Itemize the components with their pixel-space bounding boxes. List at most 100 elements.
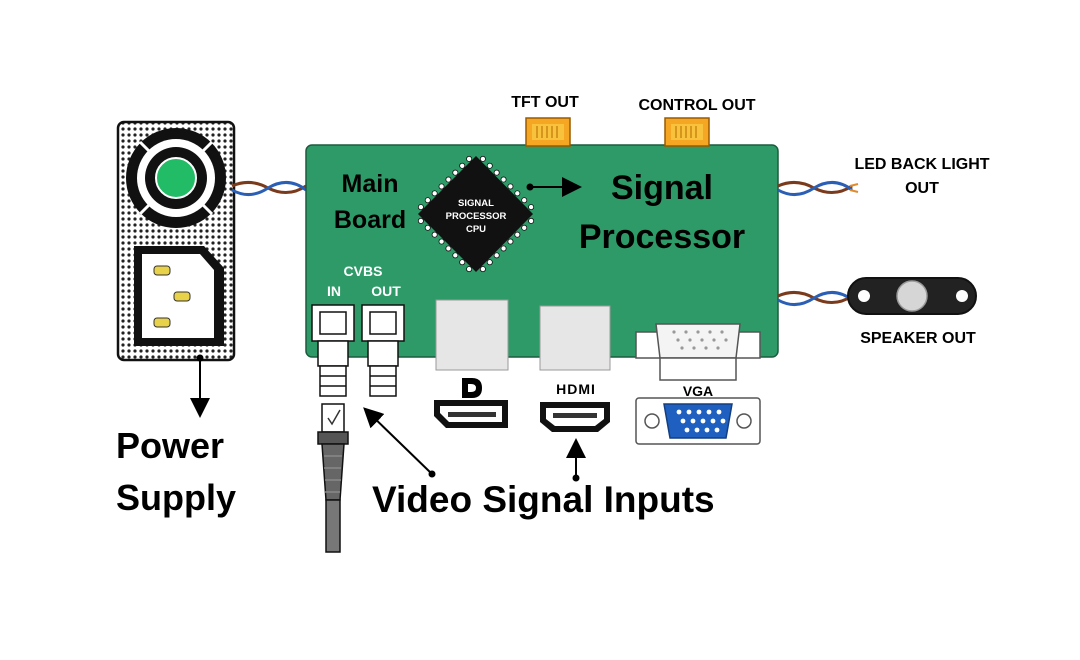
vga-pin bbox=[700, 418, 706, 424]
cpu-pin bbox=[445, 176, 452, 183]
vga-hole bbox=[720, 330, 724, 334]
cpu-pin bbox=[514, 231, 521, 238]
vga-hole bbox=[676, 338, 680, 342]
cpu-pin bbox=[438, 238, 445, 245]
signal-processor-label-line2: Processor bbox=[579, 218, 745, 256]
vga-pin bbox=[714, 427, 720, 433]
cpu-pin bbox=[466, 266, 473, 273]
vga-hole bbox=[680, 346, 684, 350]
vga-hole bbox=[688, 338, 692, 342]
control-out-label: CONTROL OUT bbox=[638, 97, 755, 114]
hdmi-logo-label: HDMI bbox=[556, 381, 596, 397]
vga-hole bbox=[724, 338, 728, 342]
vga-hole bbox=[692, 346, 696, 350]
led-backlight-label-line2: OUT bbox=[905, 180, 939, 197]
vga-pin bbox=[684, 427, 690, 433]
tft-out-connector bbox=[525, 117, 571, 147]
hdmi-port-icon bbox=[540, 402, 610, 432]
cpu-pin bbox=[445, 245, 452, 252]
hdmi-pointer-arrow bbox=[566, 438, 586, 482]
cpu-pin bbox=[417, 204, 424, 211]
power-supply-label-line1: Power bbox=[116, 425, 224, 466]
cpu-pin bbox=[528, 204, 535, 211]
vga-pin bbox=[690, 418, 696, 424]
cvbs-out-connector bbox=[361, 304, 405, 397]
cpu-pin bbox=[459, 162, 466, 169]
vga-hole bbox=[696, 330, 700, 334]
main-board-label-line1: Main bbox=[342, 170, 399, 198]
led-backlight-label-line1: LED BACK LIGHT bbox=[854, 156, 989, 173]
vga-pin bbox=[720, 418, 726, 424]
cpu-pin bbox=[424, 197, 431, 204]
vga-hole bbox=[684, 330, 688, 334]
control-out-connector bbox=[664, 117, 710, 147]
cpu-pin bbox=[452, 169, 459, 176]
cpu-pin bbox=[500, 176, 507, 183]
vga-hole bbox=[704, 346, 708, 350]
cpu-pin bbox=[486, 259, 493, 266]
cpu-pin bbox=[521, 224, 528, 231]
cpu-pin bbox=[486, 162, 493, 169]
cpu-pin bbox=[438, 183, 445, 190]
vga-pin bbox=[680, 418, 686, 424]
power-cable bbox=[231, 181, 307, 196]
vga-pin bbox=[704, 427, 710, 433]
vga-pin bbox=[686, 409, 692, 415]
cpu-label-line3: CPU bbox=[466, 224, 486, 235]
cpu-to-processor-arrow bbox=[526, 177, 582, 197]
cpu-pin bbox=[507, 238, 514, 245]
cvbs-in-connector bbox=[311, 304, 355, 397]
speaker-icon bbox=[847, 277, 977, 315]
vga-pin bbox=[706, 409, 712, 415]
cpu-pin bbox=[528, 217, 535, 224]
cpu-pin bbox=[431, 190, 438, 197]
vga-port-icon bbox=[635, 397, 761, 445]
displayport-port-icon bbox=[434, 400, 508, 428]
bnc-cable-plug bbox=[317, 403, 349, 553]
tft-out-label: TFT OUT bbox=[511, 94, 579, 111]
displayport-connector bbox=[435, 299, 509, 371]
vga-label: VGA bbox=[683, 383, 713, 399]
vga-hole bbox=[700, 338, 704, 342]
vga-hole bbox=[716, 346, 720, 350]
cpu-pin bbox=[452, 252, 459, 259]
displayport-logo-icon bbox=[462, 378, 482, 398]
hdmi-connector bbox=[539, 305, 611, 371]
main-board-label-line2: Board bbox=[334, 206, 406, 234]
cpu-label-line2: PROCESSOR bbox=[446, 211, 507, 222]
cvbs-pointer-arrow bbox=[363, 407, 436, 478]
power-supply-label-line2: Supply bbox=[116, 477, 236, 518]
vga-hole bbox=[672, 330, 676, 334]
power-supply-unit bbox=[116, 120, 236, 362]
vga-hole bbox=[712, 338, 716, 342]
cpu-pin bbox=[479, 155, 486, 162]
cpu-pin bbox=[459, 259, 466, 266]
cpu-pin bbox=[493, 252, 500, 259]
cpu-pin bbox=[493, 169, 500, 176]
cpu-pin bbox=[500, 245, 507, 252]
vga-pin bbox=[676, 409, 682, 415]
speaker-out-label: SPEAKER OUT bbox=[860, 330, 976, 347]
speaker-wire bbox=[777, 291, 853, 306]
video-signal-inputs-label: Video Signal Inputs bbox=[372, 479, 715, 520]
cpu-pin bbox=[424, 224, 431, 231]
vga-pin bbox=[696, 409, 702, 415]
cpu-pin bbox=[466, 155, 473, 162]
cpu-pin bbox=[479, 266, 486, 273]
ac-inlet-icon bbox=[134, 246, 224, 346]
vga-pin bbox=[694, 427, 700, 433]
vga-hole bbox=[708, 330, 712, 334]
power-supply-arrow bbox=[190, 354, 210, 418]
led-backlight-wire bbox=[777, 181, 859, 196]
cpu-pin bbox=[431, 231, 438, 238]
vga-pin bbox=[710, 418, 716, 424]
cpu-pin bbox=[521, 197, 528, 204]
signal-processor-label-line1: Signal bbox=[611, 169, 713, 207]
vga-pin bbox=[716, 409, 722, 415]
cpu-pin bbox=[507, 183, 514, 190]
fan-icon bbox=[126, 128, 226, 228]
cvbs-in-label: IN bbox=[327, 283, 341, 299]
cpu-chip: SIGNAL PROCESSOR CPU bbox=[417, 155, 535, 273]
vga-connector bbox=[635, 323, 761, 381]
